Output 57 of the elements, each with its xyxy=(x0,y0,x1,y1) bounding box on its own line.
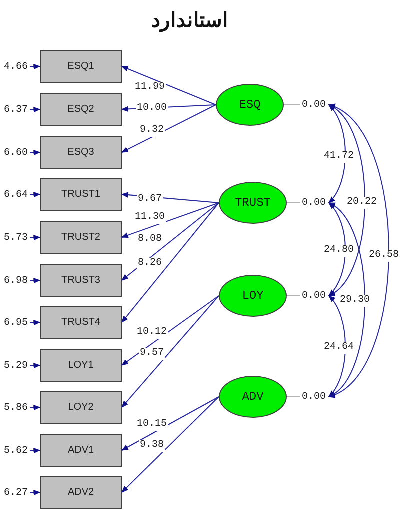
title: استاندارد xyxy=(150,9,230,34)
arrow xyxy=(30,363,41,369)
arrow xyxy=(121,296,220,366)
edge-label: 26.58 xyxy=(368,250,400,262)
arrow xyxy=(121,66,216,106)
connector-line xyxy=(284,104,300,106)
observed-variable-box: ESQ1 xyxy=(40,50,122,83)
arrow xyxy=(30,278,41,284)
observed-variable-box: TRUST1 xyxy=(40,178,122,211)
edge-label: 9.57 xyxy=(139,348,165,360)
arrow xyxy=(30,192,41,198)
observed-variable-box: LOY1 xyxy=(40,349,122,382)
edge-label: 41.72 xyxy=(323,151,355,163)
edge-label: 9.38 xyxy=(139,440,165,452)
edge-label: 24.80 xyxy=(323,245,355,257)
arrow xyxy=(30,107,41,113)
arrow xyxy=(30,150,41,156)
latent-variable-ellipse: ADV xyxy=(219,376,287,418)
observed-variable-box: ADV2 xyxy=(40,476,122,509)
covariance-arc xyxy=(328,295,346,398)
arrow xyxy=(30,448,41,454)
edge-label: 8.26 xyxy=(137,258,163,270)
arrow xyxy=(121,104,216,153)
observed-variable-box: TRUST3 xyxy=(40,264,122,297)
arrow xyxy=(121,202,220,238)
edge-label: 10.15 xyxy=(136,419,168,431)
covariance-arc xyxy=(328,202,366,398)
edge-label: 29.30 xyxy=(339,295,371,307)
arrow xyxy=(122,396,220,493)
edge-label: 11.30 xyxy=(134,212,166,224)
edge-label: 10.12 xyxy=(136,327,168,339)
connector-line xyxy=(286,396,300,398)
observed-variable-box: TRUST4 xyxy=(40,306,122,339)
observed-variable-box: ADV1 xyxy=(40,434,122,467)
arrow xyxy=(30,490,41,496)
arrow xyxy=(121,396,220,451)
arrow xyxy=(30,235,41,241)
arrow xyxy=(122,202,220,324)
covariance-arc xyxy=(328,202,346,297)
connector-line xyxy=(286,202,300,204)
arrow xyxy=(30,405,41,411)
edge-label: 9.32 xyxy=(139,125,165,137)
observed-variable-box: LOY2 xyxy=(40,391,122,424)
latent-variable-ellipse: LOY xyxy=(219,275,287,317)
observed-variable-box: ESQ2 xyxy=(40,93,122,126)
covariance-arc xyxy=(328,104,366,296)
edge-label: 20.22 xyxy=(346,197,378,209)
latent-variable-ellipse: ESQ xyxy=(216,84,284,126)
arrow xyxy=(122,296,220,408)
observed-variable-box: TRUST2 xyxy=(40,221,122,254)
covariance-arc xyxy=(328,104,390,398)
arrow xyxy=(30,64,41,70)
edge-label: 24.64 xyxy=(323,342,355,354)
covariance-arc xyxy=(328,104,346,204)
latent-variable-ellipse: TRUST xyxy=(219,182,287,224)
arrow xyxy=(30,320,41,326)
observed-variable-box: ESQ3 xyxy=(40,136,122,169)
